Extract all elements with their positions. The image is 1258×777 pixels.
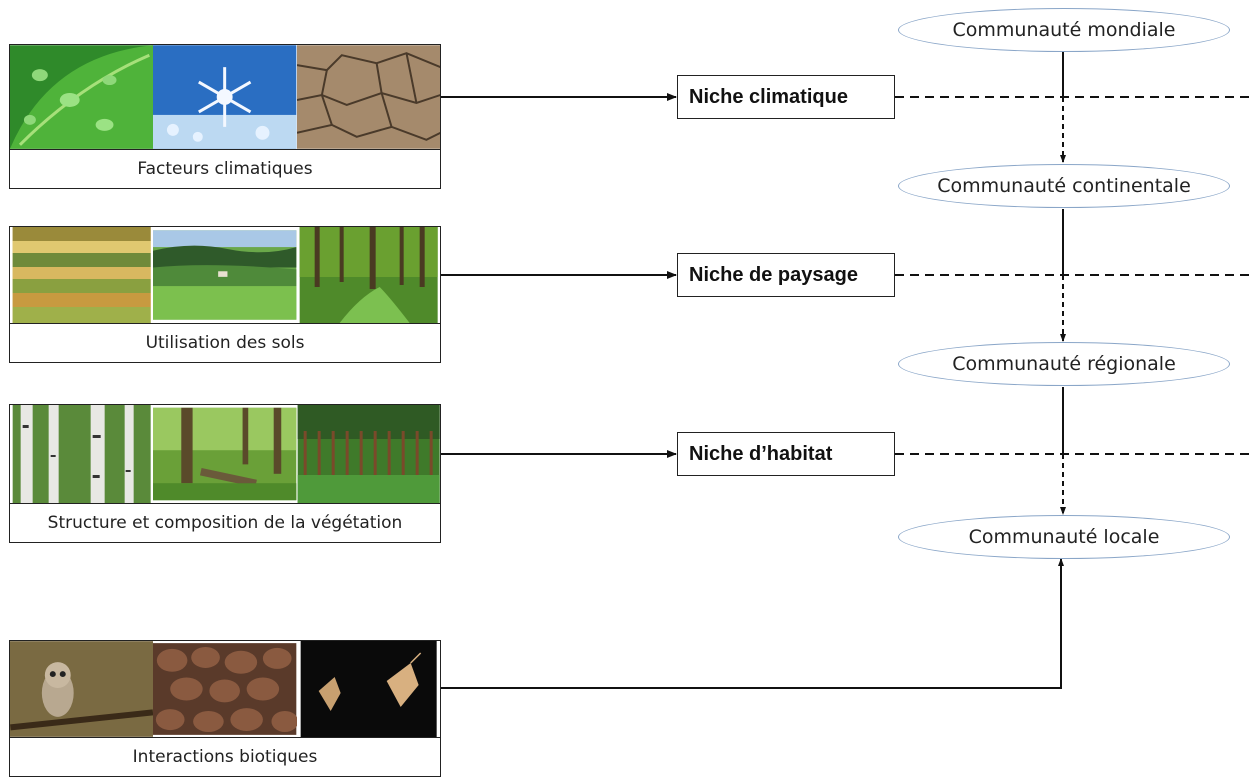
factor-panel-biotic: Interactions biotiques	[9, 640, 441, 777]
niche-habitat-box: Niche d’habitat	[677, 432, 895, 476]
photo-strip-climate	[10, 45, 440, 150]
factor-caption: Interactions biotiques	[132, 747, 318, 767]
photo-strip-land-use	[10, 227, 440, 324]
moths-at-night-image	[300, 641, 437, 737]
factor-caption: Facteurs climatiques	[137, 159, 313, 179]
factor-caption: Utilisation des sols	[145, 333, 305, 353]
snowflake-on-ice-image	[153, 45, 297, 149]
photo-strip-vegetation	[10, 405, 440, 504]
bat-colony-image	[153, 643, 297, 735]
tree-plantation-image	[297, 405, 440, 503]
leaf-with-water-drops-image	[10, 45, 154, 149]
factor-panel-vegetation: Structure et composition de la végétatio…	[9, 404, 441, 543]
cracked-dry-soil-image	[296, 45, 440, 149]
rural-landscape-image	[153, 230, 297, 320]
farmland-fields-image	[12, 227, 151, 323]
community-regional: Communauté régionale	[898, 342, 1230, 386]
niche-landscape-box: Niche de paysage	[677, 253, 895, 297]
owl-on-branch-image	[10, 641, 154, 737]
community-local: Communauté locale	[898, 515, 1230, 559]
community-continental: Communauté continentale	[898, 164, 1230, 208]
factor-panel-land-use: Utilisation des sols	[9, 226, 441, 363]
forest-path-image	[299, 227, 438, 323]
niche-climatic-box: Niche climatique	[677, 75, 895, 119]
birch-trunks-image	[12, 405, 151, 503]
photo-strip-biotic	[10, 641, 440, 738]
arrow-biotic-to-local	[441, 558, 1064, 689]
forest-understory-image	[153, 407, 297, 501]
factor-panel-climate: Facteurs climatiques	[9, 44, 441, 189]
factor-caption: Structure et composition de la végétatio…	[47, 513, 403, 533]
community-world: Communauté mondiale	[898, 8, 1230, 52]
